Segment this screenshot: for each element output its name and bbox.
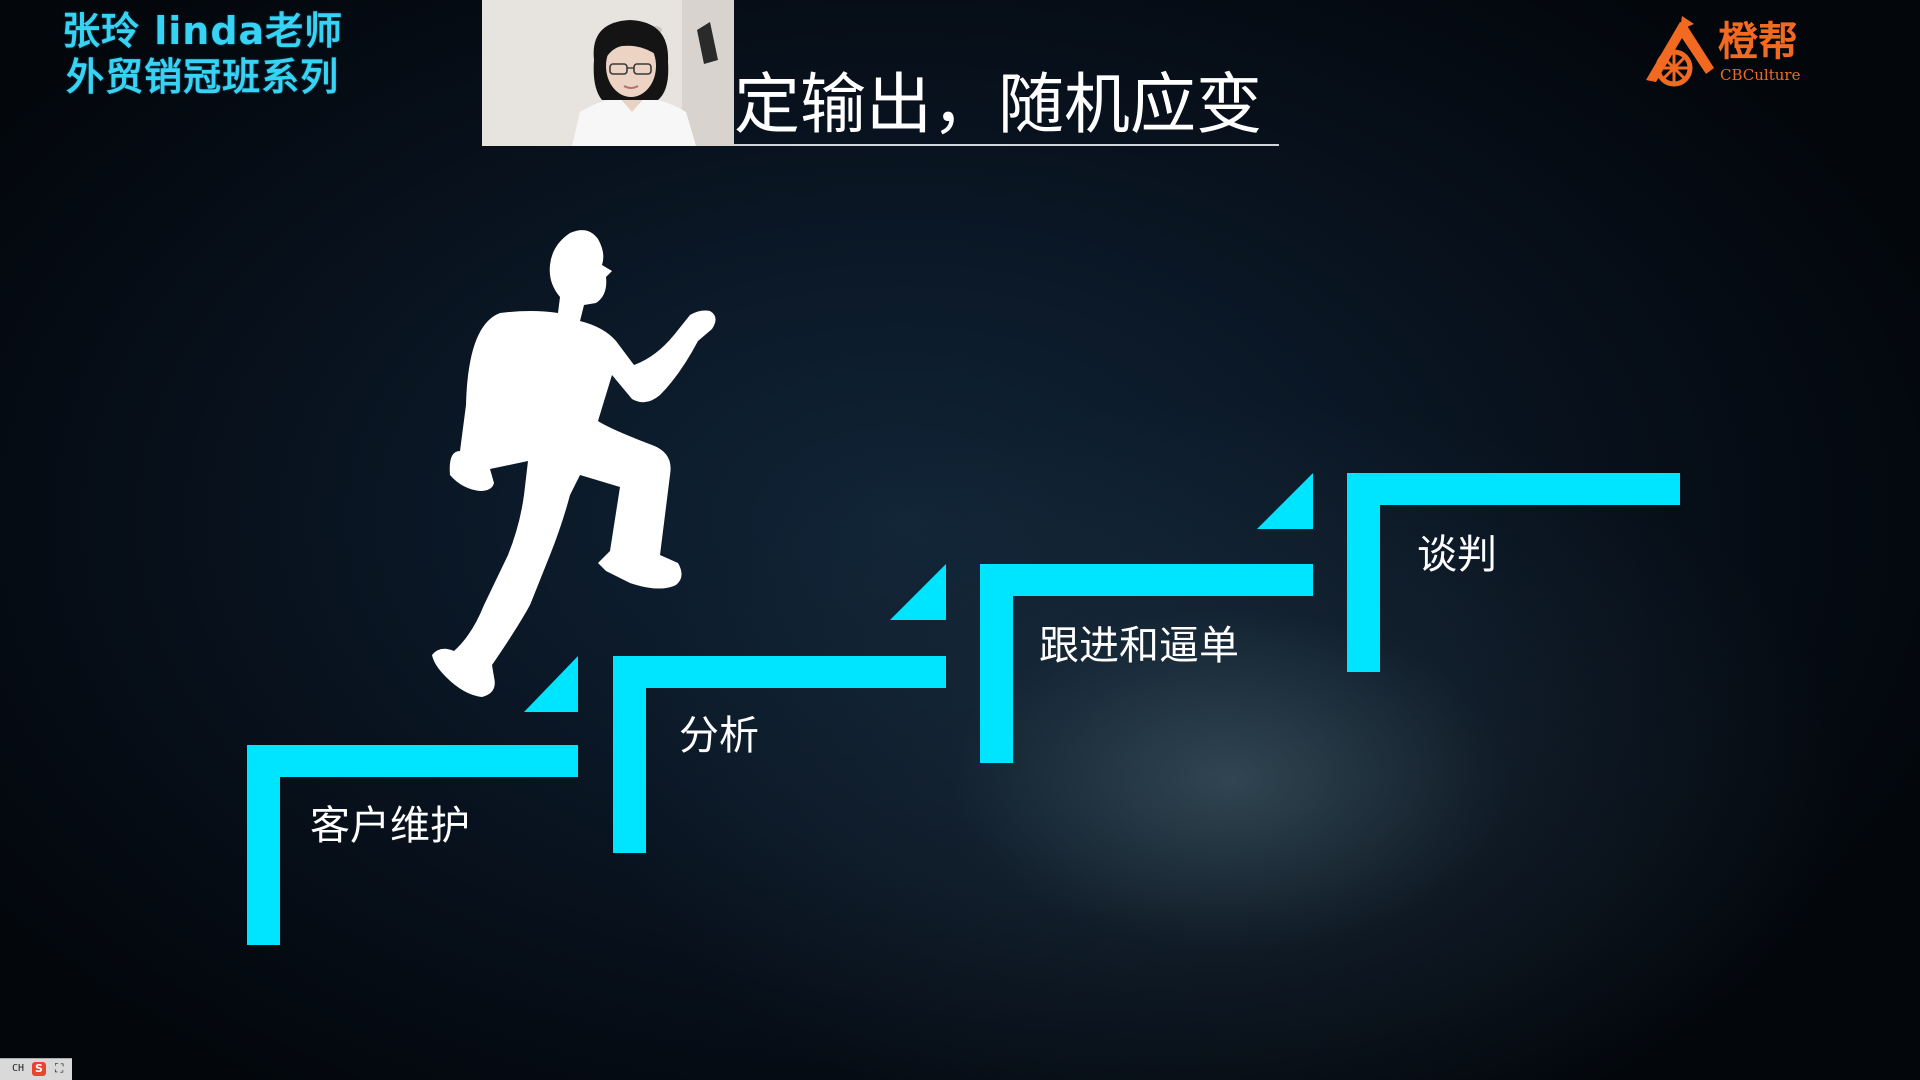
logo-name-en: CBCulture xyxy=(1720,66,1801,84)
presenter-video-icon xyxy=(482,0,734,146)
step-label-follow-up: 跟进和逼单 xyxy=(1039,623,1239,669)
sogou-ime-icon[interactable]: S xyxy=(32,1062,46,1076)
logo-name-cn: 橙帮 xyxy=(1718,19,1798,65)
step-3-triangle xyxy=(1257,473,1313,529)
step-1-bracket xyxy=(247,745,578,945)
runner-silhouette-icon xyxy=(432,230,716,697)
step-1-triangle xyxy=(524,656,578,712)
presenter-watermark: 张玲 linda老师 外贸销冠班系列 xyxy=(62,8,343,100)
step-2-bracket xyxy=(613,656,946,853)
slide-title-area: 定输出，随机应变 xyxy=(734,60,1279,146)
step-label-negotiation: 谈判 xyxy=(1417,532,1497,578)
course-series: 外贸销冠班系列 xyxy=(66,55,340,99)
step-label-analysis: 分析 xyxy=(679,713,759,759)
presenter-name: 张玲 linda老师 xyxy=(62,9,344,53)
step-4-bracket xyxy=(1347,473,1680,672)
cbculture-logo: 橙帮 CBCulture xyxy=(1636,10,1806,90)
system-tray: CH S ⛶ xyxy=(0,1058,72,1080)
step-3-bracket xyxy=(980,564,1313,763)
step-label-customer-maintenance: 客户维护 xyxy=(310,803,470,849)
ime-indicator[interactable]: CH xyxy=(12,1063,25,1074)
expand-icon[interactable]: ⛶ xyxy=(55,1061,64,1075)
cbculture-logo-icon xyxy=(1646,16,1714,87)
slide-title: 定输出，随机应变 xyxy=(734,66,1262,143)
webcam-feed xyxy=(482,0,734,146)
step-2-triangle xyxy=(890,564,946,620)
